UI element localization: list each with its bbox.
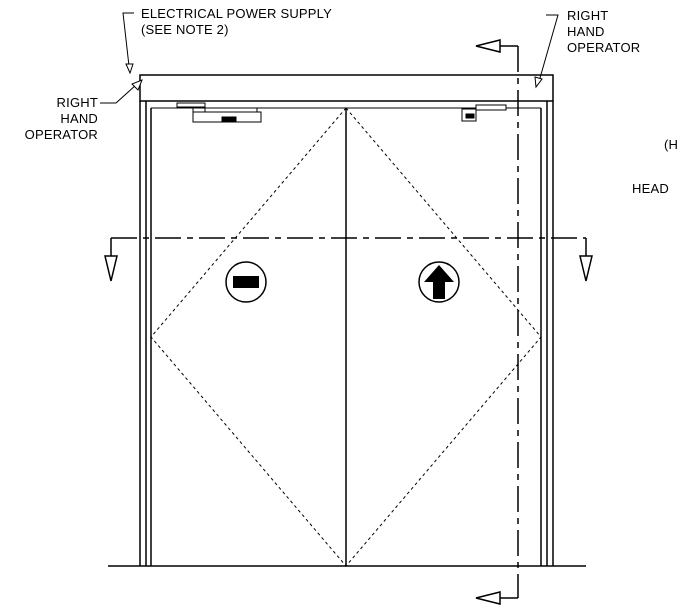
cut-off-label-1: (H — [664, 137, 679, 152]
left-jamb — [139, 101, 152, 566]
leader-lines — [100, 12, 559, 104]
right-door-operator — [461, 104, 507, 122]
up-arrow-icon — [418, 261, 460, 303]
right-hand-operator-label-left: RIGHT HAND OPERATOR — [24, 95, 98, 142]
horizontal-section-cut — [104, 237, 593, 282]
right-hand-operator-label-right: RIGHT HAND OPERATOR — [567, 8, 641, 55]
door-swing-lines — [150, 107, 542, 567]
electrical-power-supply-label: ELECTRICAL POWER SUPPLY (SEE NOTE 2) — [141, 6, 332, 37]
left-door-operator — [176, 102, 262, 123]
vertical-section-cut — [475, 39, 519, 605]
cut-off-label-2: HEAD — [632, 181, 669, 196]
do-not-enter-icon — [225, 261, 267, 303]
right-jamb — [540, 101, 554, 566]
door-header — [139, 74, 554, 102]
